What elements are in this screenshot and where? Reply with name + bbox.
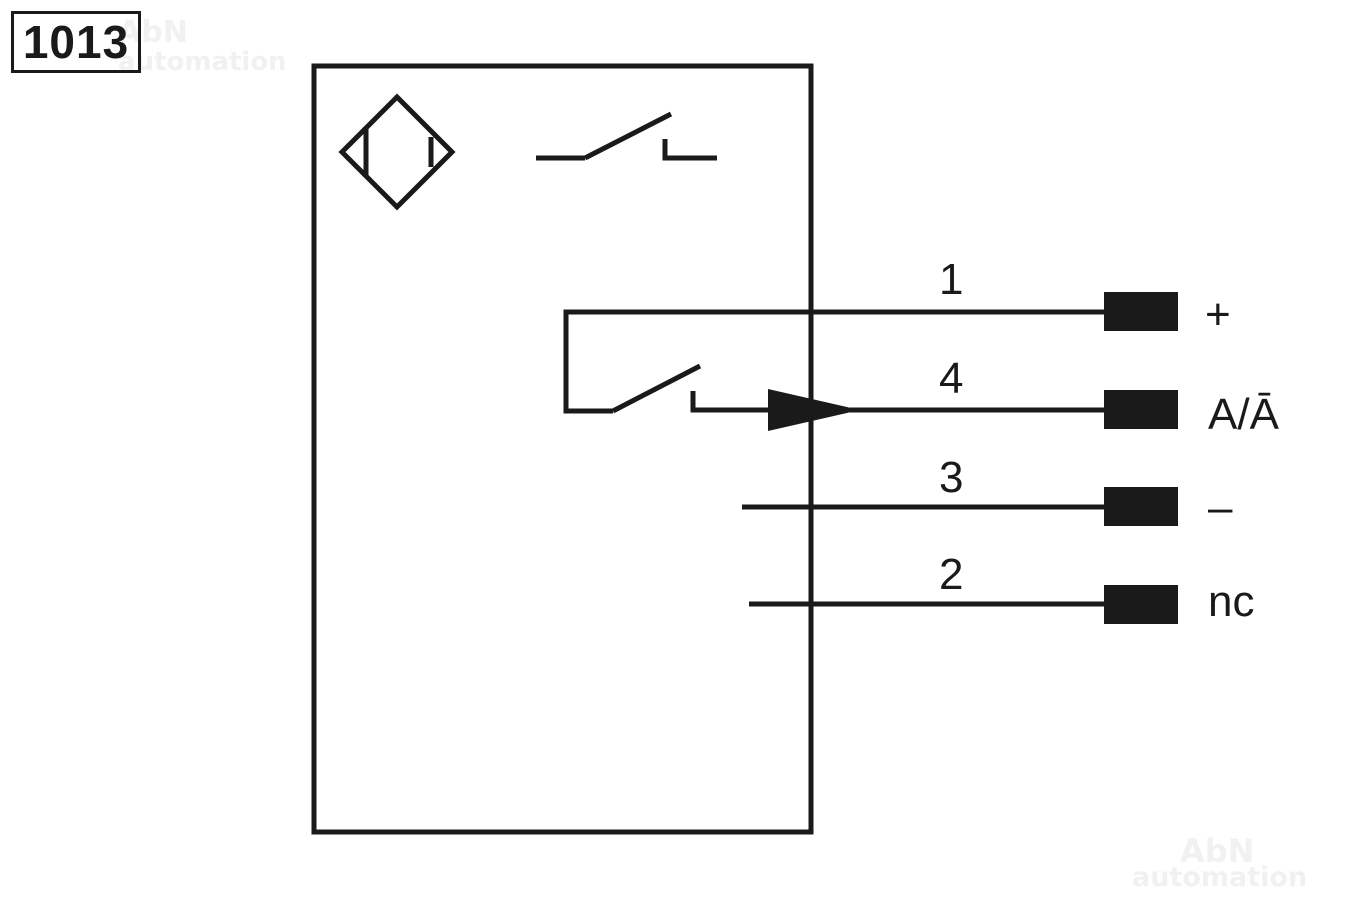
pin-number: 3 <box>939 453 963 502</box>
terminal-block <box>1104 292 1178 331</box>
internal-switch-circuit <box>563 309 1105 414</box>
terminal-block <box>1104 390 1178 429</box>
signal-label: – <box>1208 483 1233 532</box>
watermark-bottom-line1: AbN <box>1180 832 1254 870</box>
pin-number: 2 <box>939 550 963 599</box>
pin-number: 1 <box>939 255 963 304</box>
signal-label: + <box>1205 290 1231 339</box>
terminal-block <box>1104 585 1178 624</box>
normally-open-contact-icon <box>536 111 717 161</box>
watermark-top: AbN automation <box>118 15 287 77</box>
terminal-block <box>1104 487 1178 526</box>
signal-label: A/Ā <box>1208 390 1280 439</box>
sensor-housing <box>311 63 814 835</box>
signal-label: nc <box>1208 577 1254 626</box>
output-arrow-icon <box>768 389 860 431</box>
inductive-sensor-icon <box>338 93 456 211</box>
watermark-bottom: AbN automation <box>1132 832 1307 893</box>
watermark-top-line1: AbN <box>118 15 188 50</box>
diagram-code-label: 1013 <box>11 11 141 73</box>
pin-number: 4 <box>939 354 963 403</box>
watermark-bottom-line2: automation <box>1132 862 1307 893</box>
watermark-top-line2: automation <box>118 47 287 77</box>
